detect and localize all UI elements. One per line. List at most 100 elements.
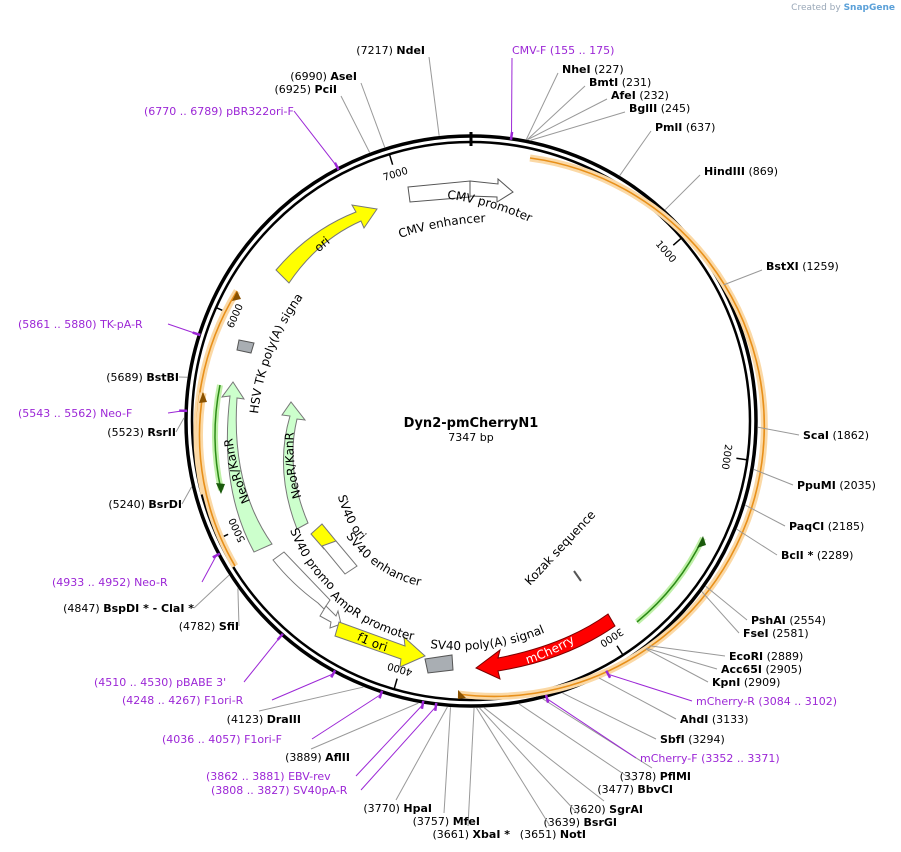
primer-name: pBR322ori-F: [226, 105, 294, 118]
site-label[interactable]: (3889) AflII: [285, 751, 350, 764]
tick-mark: [672, 237, 683, 246]
site-label[interactable]: (5523) RsrII: [107, 426, 176, 439]
site-connector: [723, 269, 763, 286]
primer-label[interactable]: (4510 .. 4530) pBABE 3': [94, 676, 226, 689]
site-connector: [526, 85, 586, 140]
site-position: (3757): [413, 815, 450, 828]
site-label[interactable]: PaqCI (2185): [789, 520, 864, 533]
orf-main-arc: [457, 157, 766, 698]
site-connector: [395, 706, 448, 801]
site-label[interactable]: (5689) BstBI: [106, 371, 179, 384]
site-position: (6990): [290, 70, 327, 83]
site-enzyme: HpaI: [403, 802, 432, 815]
site-label[interactable]: PshAI (2554): [751, 614, 826, 627]
primer-name: mCherry-F: [640, 752, 698, 765]
site-label[interactable]: ScaI (1862): [803, 429, 869, 442]
site-label[interactable]: Acc65I (2905): [721, 663, 802, 676]
primer-label[interactable]: mCherry-F (3352 .. 3371): [640, 752, 780, 765]
primer-label[interactable]: (4248 .. 4267) F1ori-R: [122, 694, 244, 707]
site-label[interactable]: BstXI (1259): [766, 260, 839, 273]
site-position: (3620): [569, 803, 606, 816]
primer-range: (4036 .. 4057): [162, 733, 241, 746]
primer-label[interactable]: (6770 .. 6789) pBR322ori-F: [144, 105, 294, 118]
site-connector: [237, 588, 240, 627]
site-label[interactable]: (6925) PciI: [274, 83, 337, 96]
cmv-promoter-arrow: [469, 177, 514, 203]
site-position: (3133): [712, 713, 749, 726]
site-label[interactable]: (3757) MfeI: [413, 815, 480, 828]
site-label[interactable]: (7217) NdeI: [356, 44, 425, 57]
primer-connector: [243, 636, 281, 683]
site-connector: [193, 574, 230, 609]
site-connector: [619, 130, 652, 176]
site-position: (5523): [107, 426, 144, 439]
site-position: (1862): [832, 429, 869, 442]
site-connector: [518, 703, 635, 782]
site-position: (869): [748, 165, 778, 178]
site-label[interactable]: (4782) SfiI: [179, 620, 239, 633]
site-position: (2909): [744, 676, 781, 689]
credit-brand: SnapGene: [843, 3, 895, 13]
site-connector: [258, 686, 364, 712]
site-enzyme: BsrDI: [148, 498, 182, 511]
site-label[interactable]: (3661) XbaI *: [432, 828, 510, 841]
primer-range: (3808 .. 3827): [211, 784, 290, 797]
site-connector: [757, 426, 800, 436]
sv40-polya-label: SV40 poly(A) signal: [430, 622, 547, 653]
restriction-sites: (7217) NdeI (6990) AseI(6925) PciI NheI (2…: [63, 44, 876, 841]
site-enzyme: FseI: [743, 627, 769, 640]
site-connector: [736, 528, 778, 556]
site-label[interactable]: AfeI (232): [611, 89, 669, 102]
tick-mark: [736, 457, 748, 461]
primer-range: (6770 .. 6789): [144, 105, 223, 118]
site-label[interactable]: NheI (227): [562, 63, 624, 76]
site-label[interactable]: BglII (245): [629, 102, 690, 115]
site-position: (4782): [179, 620, 216, 633]
primer-label[interactable]: (4036 .. 4057) F1ori-F: [162, 733, 282, 746]
site-label[interactable]: HindIII (869): [704, 165, 778, 178]
site-enzyme: BclI *: [781, 549, 814, 562]
primer-name: pBABE 3': [176, 676, 226, 689]
site-connector: [340, 95, 371, 153]
tick-label: 7000: [382, 166, 410, 184]
site-label[interactable]: KpnI (2909): [712, 676, 780, 689]
snapgene-credit: Created by SnapGene: [791, 3, 895, 13]
site-label[interactable]: (3651) NotI: [520, 828, 586, 841]
site-label[interactable]: (3477) BbvCI: [597, 783, 673, 796]
site-label[interactable]: (4123) DraIII: [227, 713, 301, 726]
site-enzyme: EcoRI: [729, 650, 763, 663]
primer-label[interactable]: (5861 .. 5880) TK-pA-R: [18, 318, 143, 331]
site-label[interactable]: (4847) BspDI * - ClaI *: [63, 602, 194, 615]
site-label[interactable]: (5240) BsrDI: [108, 498, 182, 511]
primer-label[interactable]: (3862 .. 3881) EBV-rev: [206, 770, 331, 783]
site-label[interactable]: (6990) AseI: [290, 70, 357, 83]
primer-name: Neo-R: [134, 576, 168, 589]
primer-label[interactable]: (3808 .. 3827) SV40pA-R: [211, 784, 348, 797]
site-label[interactable]: PpuMI (2035): [797, 479, 876, 492]
site-label[interactable]: AhdI (3133): [680, 713, 748, 726]
sv40-promoter-box: [321, 540, 358, 575]
site-label[interactable]: (3770) HpaI: [363, 802, 432, 815]
site-label[interactable]: PmlI (637): [655, 121, 715, 134]
site-position: (3651): [520, 828, 557, 841]
mcherry-green-arrowhead: [697, 536, 706, 548]
site-label[interactable]: BclI * (2289): [781, 549, 853, 562]
primer-label[interactable]: CMV-F (155 .. 175): [512, 44, 614, 57]
site-position: (6925): [274, 83, 311, 96]
site-position: (2554): [789, 614, 826, 627]
site-label[interactable]: SbfI (3294): [660, 733, 725, 746]
site-label[interactable]: (3620) SgrAI: [569, 803, 643, 816]
site-connector: [428, 56, 440, 136]
primer-label[interactable]: mCherry-R (3084 .. 3102): [696, 695, 837, 708]
tick-label: 2000: [719, 443, 733, 470]
site-label[interactable]: EcoRI (2889): [729, 650, 803, 663]
site-label[interactable]: FseI (2581): [743, 627, 809, 640]
green-arcs: [212, 384, 706, 625]
site-label[interactable]: (3639) BsrGI: [543, 816, 617, 829]
site-position: (1259): [802, 260, 839, 273]
site-label[interactable]: BmtI (231): [589, 76, 651, 89]
site-label[interactable]: (3378) PflMI: [620, 770, 691, 783]
primer-label[interactable]: (4933 .. 4952) Neo-R: [52, 576, 168, 589]
primer-label[interactable]: (5543 .. 5562) Neo-F: [18, 407, 132, 420]
site-position: (3477): [597, 783, 634, 796]
